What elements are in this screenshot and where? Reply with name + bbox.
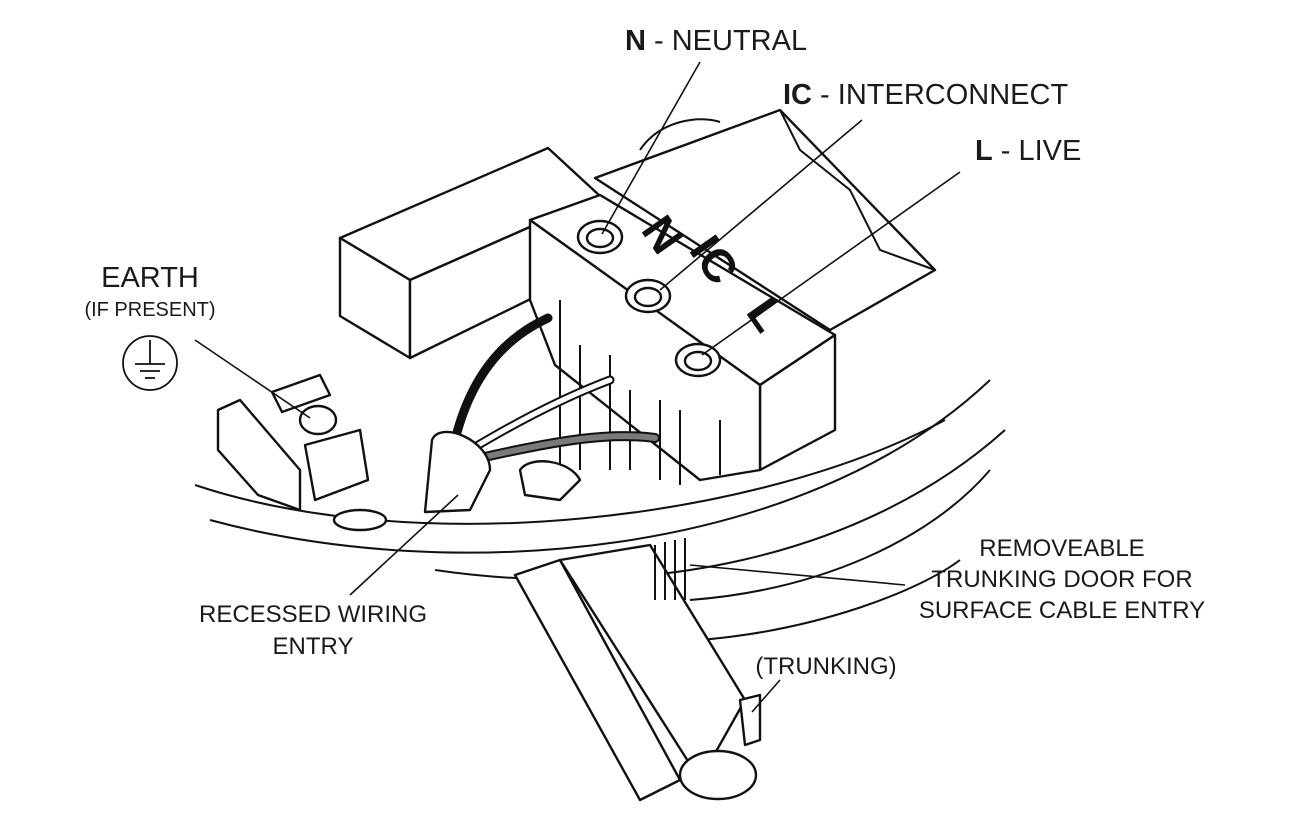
leader-lines [194, 61, 961, 713]
label-live-text: - LIVE [993, 135, 1082, 167]
label-live: L - LIVE [975, 135, 1081, 167]
label-earth-note: (IF PRESENT) [84, 299, 215, 321]
terminal-block [528, 108, 937, 485]
label-interconnect: IC - INTERCONNECT [783, 79, 1068, 111]
trunking [513, 538, 762, 802]
cable-end [678, 749, 758, 801]
earth-symbol-icon [122, 335, 178, 391]
label-door-line1: REMOVEABLE [979, 535, 1144, 562]
screw-live [674, 342, 722, 378]
black-wire [450, 313, 553, 445]
screw-interconnect [624, 278, 672, 314]
label-door-line2: TRUNKING DOOR FOR [931, 566, 1192, 593]
screw-neutral [576, 219, 624, 255]
label-neutral: N - NEUTRAL [625, 25, 807, 57]
label-live-code: L [975, 135, 993, 167]
earth-terminal [216, 373, 388, 532]
label-neutral-text: - NEUTRAL [646, 25, 807, 57]
label-neutral-code: N [625, 25, 646, 57]
wires [423, 313, 660, 514]
label-door-line3: SURFACE CABLE ENTRY [919, 597, 1205, 624]
label-interconnect-text: - INTERCONNECT [812, 79, 1068, 111]
label-earth-title: EARTH [101, 262, 199, 294]
labels: N - NEUTRAL IC - INTERCONNECT L - LIVE E… [84, 25, 1205, 680]
terminal-screws [576, 219, 722, 378]
label-trunking: (TRUNKING) [755, 653, 896, 680]
label-recessed-line2: ENTRY [273, 633, 354, 660]
label-interconnect-code: IC [783, 79, 812, 111]
label-recessed-line1: RECESSED WIRING [199, 601, 427, 628]
cable-sheath [423, 430, 492, 514]
